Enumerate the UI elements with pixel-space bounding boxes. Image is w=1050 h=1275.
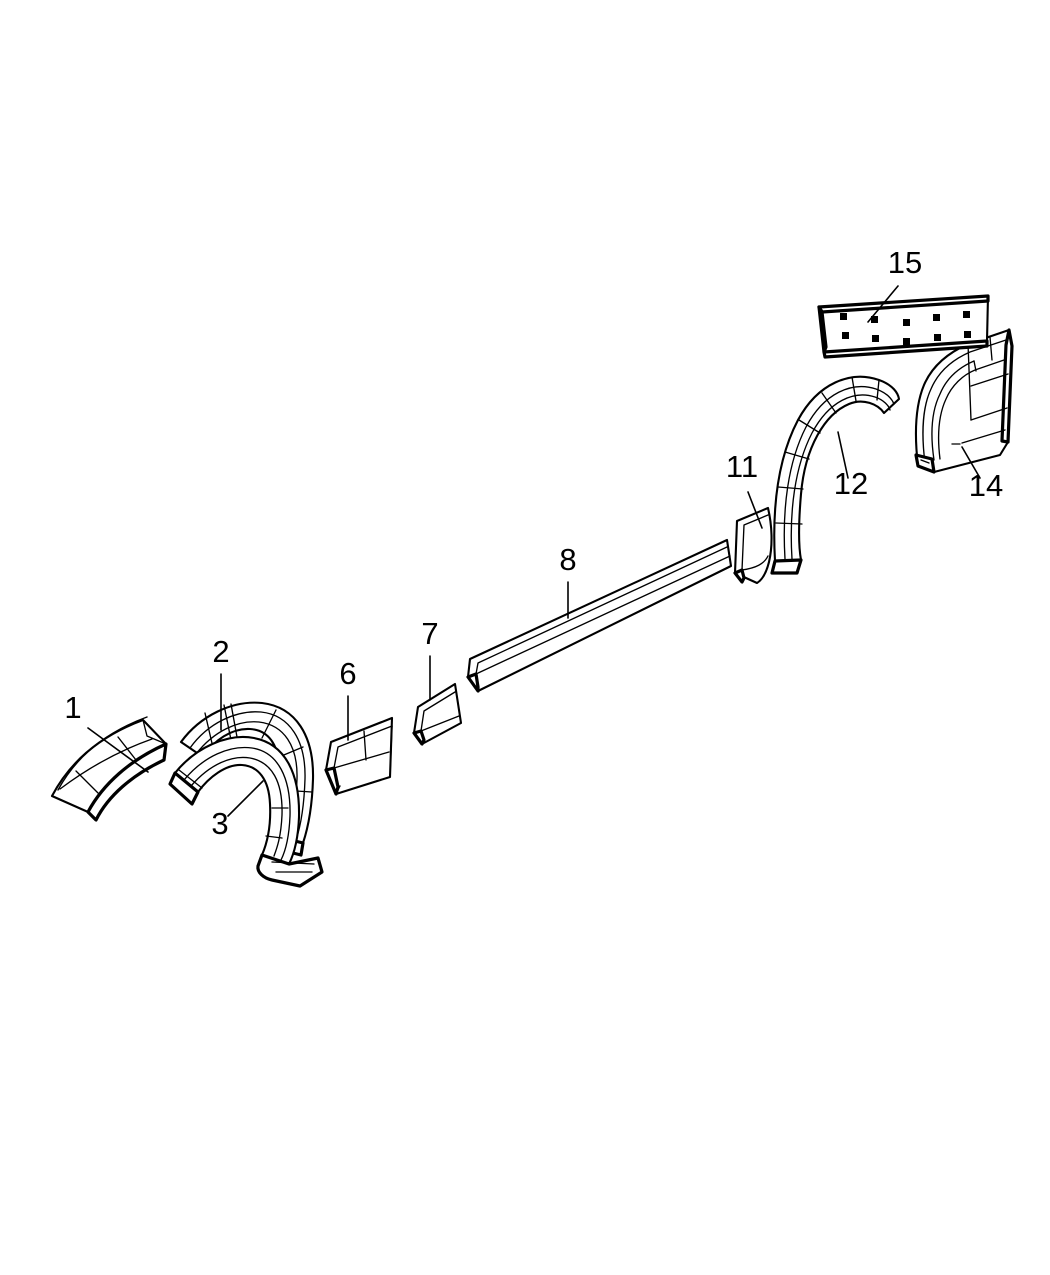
part-14-bottom-edge (933, 454, 1001, 473)
part-6-bottom-tip (335, 785, 341, 795)
leader-12 (837, 431, 849, 479)
part-14-rib-horiz-c (970, 373, 1009, 387)
part-7-door-gap-filler-moulding[interactable] (412, 682, 463, 746)
part-14-wheel-arch (931, 360, 975, 461)
leader-1 (87, 727, 149, 773)
part-12-inner-contour (783, 385, 895, 560)
part-15-left-edge (817, 305, 828, 354)
part-3-tick-b (265, 835, 283, 839)
callout-label-11: 11 (726, 449, 758, 484)
part-15-hole-r2-3 (903, 338, 910, 345)
part-6-right-edge (389, 725, 393, 778)
part-11-inner (741, 514, 769, 571)
part-14-clip-line (920, 459, 930, 464)
callout-label-15: 15 (888, 245, 922, 280)
part-14-rib-vert-a (967, 343, 972, 421)
leader-14 (961, 446, 981, 479)
part-14-rear-quarter-panel-cladding[interactable] (914, 328, 1014, 474)
part-14-wheel-arch-2 (938, 359, 1005, 460)
part-14-right-edge (1000, 328, 1014, 444)
callout-label-7: 7 (421, 616, 438, 651)
part-8-contour (475, 555, 731, 675)
part-14-arch-tick (973, 360, 977, 372)
callout-label-6: 6 (339, 656, 356, 691)
part-12-seg-3 (784, 451, 810, 460)
part-2-seg-4 (261, 709, 277, 739)
part-1-lower-lip (86, 742, 168, 822)
part-14-rib-horiz-b (970, 407, 1008, 421)
part-14-inner-contour (922, 339, 1007, 464)
part-11-rear-door-filler-moulding[interactable] (733, 506, 773, 585)
callout-label-3: 3 (211, 806, 228, 841)
part-12-rear-wheel-opening-flare[interactable] (770, 375, 901, 575)
part-1-contour (59, 738, 153, 790)
part-3-foot-line-a (271, 861, 315, 865)
part-15-hole-r1-1 (840, 313, 847, 320)
part-3-inner-2 (190, 756, 283, 857)
leader-15 (867, 285, 899, 323)
part-15-hole-r2-2 (872, 335, 879, 342)
part-6-rib (363, 730, 367, 761)
callout-label-1: 1 (64, 690, 81, 725)
part-15-hole-r2-5 (964, 331, 971, 338)
part-11-left-cap (733, 568, 746, 584)
part-15-hole-r2-4 (934, 334, 941, 341)
part-8-left-cap (466, 672, 480, 693)
part-1-front-lower-wheel-arch-moulding[interactable] (50, 716, 168, 822)
part-6-front-door-lower-moulding[interactable] (324, 716, 394, 796)
part-3-end-left (168, 771, 200, 806)
part-12-inner-contour-2 (790, 394, 891, 560)
part-3-inner (183, 746, 291, 861)
part-7-left-cap (412, 729, 426, 746)
callout-labels: 1 2 3 6 7 8 11 12 14 15 (64, 245, 1003, 841)
callout-leaders (87, 285, 981, 817)
part-12-seg-7 (876, 379, 880, 401)
part-14-rib-horiz-a (961, 429, 1006, 444)
part-8-body-side-rocker-moulding[interactable] (466, 538, 733, 693)
part-7-right-edge (454, 683, 462, 724)
leader-3 (227, 780, 264, 817)
part-15-hole-r1-4 (933, 314, 940, 321)
part-15-hole-r2-1 (842, 332, 849, 339)
part-12-seg-2 (777, 486, 804, 490)
part-7-contour (420, 715, 460, 732)
part-6-left-cap (324, 766, 340, 796)
callout-label-12: 12 (834, 466, 868, 501)
part-15-hole-r1-3 (903, 319, 910, 326)
part-8-body (466, 538, 733, 693)
part-8-right-edge (726, 539, 732, 567)
part-3-end-detail (178, 769, 203, 789)
part-12-seg-6 (851, 376, 857, 402)
part-15-right-edge (986, 295, 989, 342)
part-6-contour (333, 751, 390, 769)
part-14-rib-vert-b (989, 336, 993, 361)
part-1-edge-top (57, 716, 148, 791)
part-14-bottom-clip (914, 453, 936, 474)
part-12-bottom-foot (770, 558, 803, 575)
part-15-bottom-edge (822, 339, 989, 359)
part-15-hole-r1-2 (871, 316, 878, 323)
callout-label-14: 14 (969, 468, 1003, 503)
part-2-seg-3 (230, 703, 238, 738)
part-8-top-edge (475, 546, 728, 675)
part-3-front-wheel-opening-flare-inner[interactable] (168, 736, 324, 888)
callout-label-8: 8 (559, 542, 576, 577)
part-12-seg-1 (775, 522, 803, 525)
part-12-seg-4 (798, 419, 821, 434)
part-6-top-edge (333, 725, 393, 769)
part-11-contour (741, 555, 769, 571)
part-1-end-cap (142, 719, 167, 745)
part-12-top-cap (883, 398, 900, 414)
callout-label-2: 2 (212, 634, 229, 669)
part-2-seg-2 (223, 704, 232, 741)
part-12-seg-5 (821, 392, 837, 414)
part-15-hole-r1-5 (963, 311, 970, 318)
part-7-top-edge (420, 691, 456, 732)
leader-11 (747, 491, 763, 529)
part-15-mounting-bracket-plate[interactable] (817, 294, 990, 359)
